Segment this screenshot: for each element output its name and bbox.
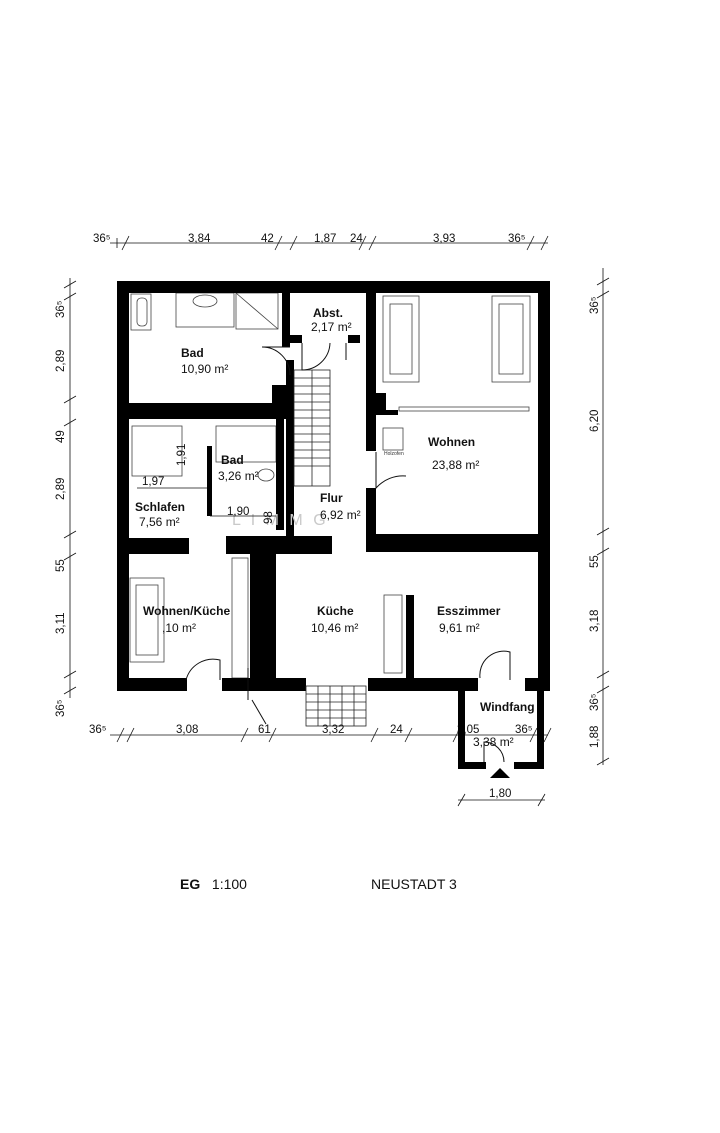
- dim-left-6: 3,11: [55, 612, 67, 634]
- dim-left-5: 55: [55, 559, 67, 572]
- door-bath1: [261, 346, 291, 376]
- dim-left-1: 36⁵: [55, 300, 67, 318]
- dim-bottom-3: 61: [258, 724, 271, 736]
- staircase: [293, 369, 367, 727]
- room-flur-area: 6,92 m²: [320, 508, 361, 522]
- dim-bottom-2: 3,08: [176, 724, 198, 736]
- dim-bottom-4: 3,32: [322, 724, 344, 736]
- dim-right-5: 36⁵: [589, 693, 601, 711]
- dim-top-5: 24: [350, 233, 363, 245]
- dimension-lines: [63, 235, 610, 807]
- room-wohnen-name: Wohnen: [428, 435, 475, 449]
- dim-inner-3: 1,90: [227, 506, 249, 518]
- dim-left-3: 49: [55, 430, 67, 443]
- room-abst-area: 2,17 m²: [311, 320, 352, 334]
- dim-bottom-7: 36⁵: [515, 724, 533, 736]
- room-schlafen-name: Schlafen: [135, 500, 185, 514]
- room-flur-name: Flur: [320, 491, 343, 505]
- floor-label: EG: [180, 876, 201, 892]
- room-bad2-area: 3,26 m²: [218, 469, 259, 483]
- sofa-right-icon: [491, 295, 531, 383]
- room-esszimmer-area: 9,61 m²: [439, 621, 480, 635]
- dim-left-7: 36⁵: [55, 699, 67, 717]
- room-kueche-area: 10,46 m²: [311, 621, 358, 635]
- dim-right-4: 3,18: [589, 610, 601, 632]
- dim-right-6: 1,88: [589, 726, 601, 748]
- dim-left-2: 2,89: [55, 350, 67, 372]
- room-abst-name: Abst.: [313, 306, 343, 320]
- room-bad2-name: Bad: [221, 453, 244, 467]
- room-esszimmer-name: Esszimmer: [437, 604, 501, 618]
- entrance-arrow-icon: [490, 768, 510, 778]
- dim-right-3: 55: [589, 555, 601, 568]
- dim-top-4: 1,87: [314, 233, 336, 245]
- room-schlafen-area: 7,56 m²: [139, 515, 180, 529]
- doors: [185, 342, 511, 763]
- dim-top-7: 36⁵: [508, 233, 526, 245]
- dim-right-1: 36⁵: [589, 296, 601, 314]
- dim-bottom-1: 36⁵: [89, 724, 107, 736]
- walls: [117, 281, 550, 769]
- room-bad1-area: 10,90 m²: [181, 362, 228, 376]
- dim-inner-4: 98: [263, 511, 275, 524]
- vanity-icon: [175, 292, 235, 328]
- door-wohnen: [375, 452, 407, 490]
- room-windfang-area: 3,38 m²: [473, 735, 514, 749]
- stove-label: Holzofen: [384, 451, 404, 457]
- room-windfang-name: Windfang: [480, 700, 535, 714]
- address-label: NEUSTADT 3: [371, 876, 457, 892]
- dim-top-1: 36⁵: [93, 233, 111, 245]
- room-wohnkueche-area: ,10 m²: [162, 621, 196, 635]
- room-kueche-name: Küche: [317, 604, 354, 618]
- door-esszimmer: [479, 650, 511, 680]
- door-windfang: [483, 741, 505, 763]
- fixtures: [119, 283, 549, 679]
- room-wohnkueche-name: Wohnen/Küche: [143, 604, 230, 618]
- dim-top-2: 3,84: [188, 233, 211, 245]
- stove-icon: [382, 427, 404, 451]
- room-labels: Bad 10,90 m² Abst. 2,17 m² Wohnen 23,88 …: [135, 306, 535, 749]
- sofa-wk-icon: [129, 577, 165, 663]
- room-wohnen-area: 23,88 m²: [432, 458, 479, 472]
- dim-right-2: 6,20: [589, 410, 601, 432]
- floor-caption: EG 1:100: [180, 876, 247, 892]
- dim-top-3: 42: [261, 233, 274, 245]
- dim-entrance: 1,80: [489, 788, 511, 800]
- sofa-left-icon: [382, 295, 420, 383]
- bathtub-icon: [130, 293, 152, 331]
- door-abst: [301, 342, 331, 371]
- room-bad1-name: Bad: [181, 346, 204, 360]
- scale-label: 1:100: [211, 876, 247, 892]
- dim-bottom-5: 24: [390, 724, 403, 736]
- toilet-icon: [257, 468, 275, 482]
- dim-inner-2: 1,97: [142, 476, 164, 488]
- door-wk: [185, 658, 221, 681]
- dim-inner-1: 1,91: [176, 444, 188, 466]
- dim-left-4: 2,89: [55, 478, 67, 500]
- dim-top-6: 3,93: [433, 233, 455, 245]
